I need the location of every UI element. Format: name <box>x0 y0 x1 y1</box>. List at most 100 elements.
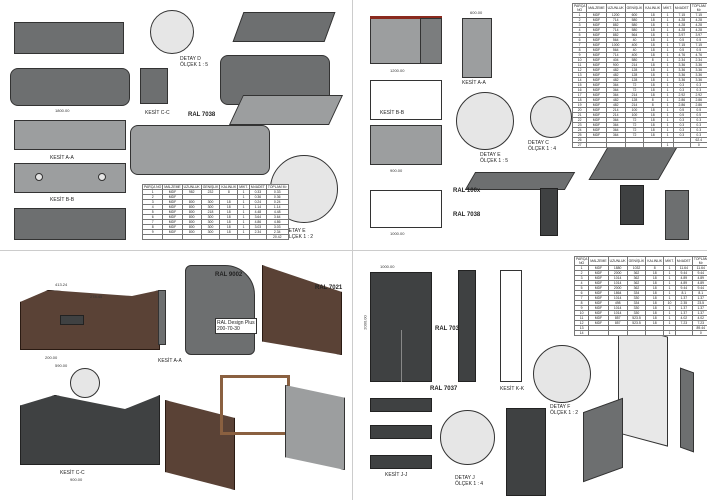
exploded-panel-gray <box>285 385 345 470</box>
table-cell: 0 <box>689 142 707 148</box>
side-view <box>140 68 168 104</box>
exploded-door <box>583 397 623 483</box>
table-header: MİKT. <box>661 3 674 13</box>
table-row: 14 1 0 <box>573 330 707 336</box>
cabinet-section-kk <box>500 270 522 382</box>
exploded-side-panel <box>665 190 689 240</box>
dimension: 413.24 <box>55 282 68 287</box>
desk-section-aa <box>462 18 492 78</box>
table-header: MALZEME <box>586 3 607 13</box>
ral-label: RAL Design Plus 200-70-30 <box>215 318 257 334</box>
table-cell <box>607 330 628 336</box>
table-cell: 0 <box>691 330 707 336</box>
ral-label: RAL 7021 <box>315 285 343 291</box>
table-cell <box>248 234 267 240</box>
ral-label: RAL 100x <box>453 188 481 194</box>
table-header: PARÇA NO <box>571 3 588 13</box>
ral-label: RAL 7037 <box>430 386 458 392</box>
base-3d <box>229 95 343 125</box>
table-header: GENİŞLİK <box>626 256 647 266</box>
exploded-drawers <box>620 185 644 225</box>
table-cell <box>219 234 239 240</box>
cabinet-side-view <box>458 270 476 382</box>
detail-e-circle <box>456 92 514 150</box>
table-cell <box>672 142 691 148</box>
label: KESİT K-K <box>500 386 525 392</box>
table-header: KALINLIK <box>219 184 239 190</box>
section-aa-view <box>14 120 126 150</box>
table-cell: 14 <box>573 330 590 336</box>
exploded-side <box>680 367 694 453</box>
table-cell <box>586 142 607 148</box>
label: DETAY F ÖLÇEK 1 : 2 <box>550 404 579 416</box>
ral-label: RAL 7038 <box>188 112 216 118</box>
table-header: UZUNLUK <box>181 184 202 190</box>
dimension: 600.00 <box>470 10 483 15</box>
dimension: 1800.00 <box>55 108 70 113</box>
label: KESİT C-C <box>145 110 170 116</box>
hole <box>35 173 43 181</box>
desk-side-view <box>370 125 442 165</box>
desk-section-bb <box>370 80 442 120</box>
desk-3d-drawers <box>540 188 558 236</box>
table-cell: 20.42 <box>265 234 289 240</box>
assembly-3d <box>130 125 270 175</box>
table-header: KALINLIK <box>645 256 665 266</box>
table-cell <box>200 234 221 240</box>
top-view <box>14 22 124 54</box>
ral-label: RAL 9002 <box>215 272 243 278</box>
table-header: PARÇA NO <box>141 184 164 190</box>
label: KESİT A-A <box>158 358 182 364</box>
table-header: MALZEME <box>162 184 183 190</box>
dimension: 278.45 <box>90 294 103 299</box>
table-cell <box>141 234 164 240</box>
table-header: PARÇA NO <box>573 256 590 266</box>
table-cell: 1 <box>663 330 676 336</box>
dimension: 200.00 <box>45 355 58 360</box>
panel-section-aa <box>158 290 166 345</box>
bottom-view <box>14 208 126 240</box>
drawer-unit <box>420 18 442 64</box>
table-cell <box>605 142 626 148</box>
label: DETAY J ÖLÇEK 1 : 4 <box>455 475 484 487</box>
detail-d-circle <box>150 10 194 54</box>
dimension: 1000.00 <box>380 264 395 269</box>
table-cell: 27 <box>571 142 588 148</box>
table-row: 20.42 <box>141 234 289 240</box>
label: DETAY E ÖLÇEK 1 : 2 <box>285 228 314 240</box>
cabinet-3d <box>506 408 546 496</box>
table-header: UZUNLUK <box>607 256 628 266</box>
panel-section-cc <box>20 395 160 465</box>
panel-3d-brown <box>262 265 342 355</box>
table-cell <box>643 142 663 148</box>
table-header: M²/ADET <box>248 184 267 190</box>
table-cell <box>237 234 250 240</box>
exploded-frame <box>220 375 290 435</box>
hole <box>98 173 106 181</box>
table-cell <box>162 234 183 240</box>
dimension: 1000.00 <box>390 231 405 236</box>
table-header: MALZEME <box>588 256 609 266</box>
table-cell <box>588 330 609 336</box>
ral-label: RAL 7038 <box>435 326 463 332</box>
table-cell <box>624 142 645 148</box>
table-cell <box>674 330 693 336</box>
table-cell: 1 <box>661 142 674 148</box>
label: DETAY C ÖLÇEK 1 : 4 <box>528 140 557 152</box>
label: KESİT B-B <box>380 110 405 116</box>
table-cell <box>181 234 202 240</box>
table-header: UZUNLUK <box>605 3 626 13</box>
table-header: M²/ADET <box>672 3 691 13</box>
